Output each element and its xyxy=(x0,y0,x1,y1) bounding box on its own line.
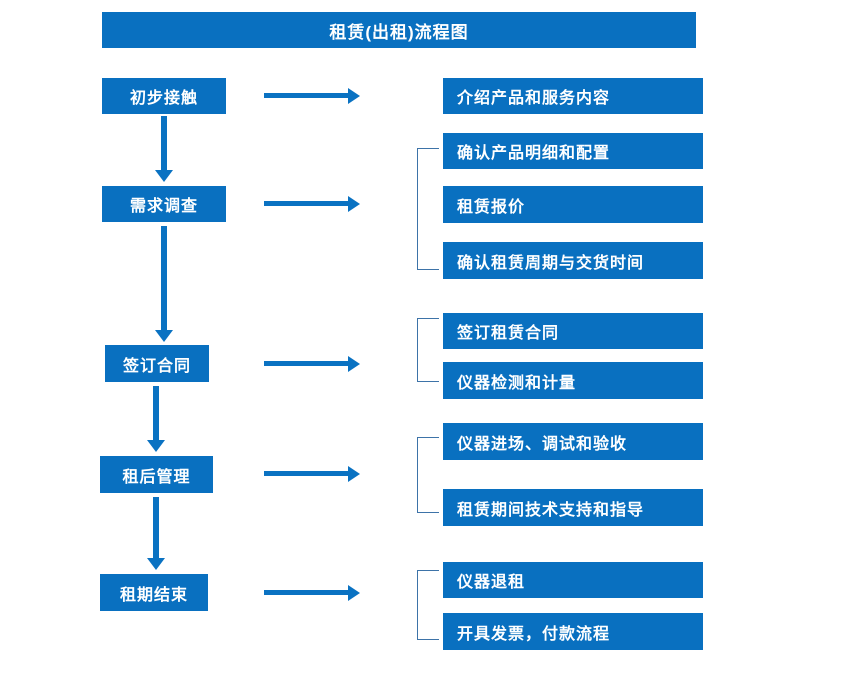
task-box-2[interactable]: 确认产品明细和配置 xyxy=(443,133,703,169)
task-box-3[interactable]: 租赁报价 xyxy=(443,186,703,223)
grouping-bracket-1 xyxy=(417,148,439,270)
stage-box-3[interactable]: 签订合同 xyxy=(105,345,209,382)
right-arrow-icon-5 xyxy=(264,585,360,601)
stage-box-1[interactable]: 初步接触 xyxy=(102,78,226,114)
stage-box-5[interactable]: 租期结束 xyxy=(100,574,208,611)
task-box-9[interactable]: 仪器退租 xyxy=(443,562,703,598)
right-arrow-icon-3 xyxy=(264,356,360,372)
grouping-bracket-2 xyxy=(417,318,439,382)
task-box-7[interactable]: 仪器进场、调试和验收 xyxy=(443,423,703,460)
down-arrow-icon-4 xyxy=(144,497,168,570)
down-arrow-icon-1 xyxy=(152,116,176,182)
task-box-5[interactable]: 签订租赁合同 xyxy=(443,313,703,349)
right-arrow-icon-4 xyxy=(264,466,360,482)
down-arrow-icon-2 xyxy=(152,226,176,342)
task-box-8[interactable]: 租赁期间技术支持和指导 xyxy=(443,489,703,526)
stage-box-2[interactable]: 需求调查 xyxy=(102,186,226,222)
right-arrow-icon-1 xyxy=(264,88,360,104)
task-box-6[interactable]: 仪器检测和计量 xyxy=(443,362,703,399)
page-title: 租赁(出租)流程图 xyxy=(102,12,696,48)
task-box-4[interactable]: 确认租赁周期与交货时间 xyxy=(443,242,703,279)
down-arrow-icon-3 xyxy=(144,386,168,452)
task-box-1[interactable]: 介绍产品和服务内容 xyxy=(443,78,703,114)
stage-box-4[interactable]: 租后管理 xyxy=(100,456,213,493)
grouping-bracket-3 xyxy=(417,437,439,513)
task-box-10[interactable]: 开具发票，付款流程 xyxy=(443,613,703,650)
right-arrow-icon-2 xyxy=(264,196,360,212)
grouping-bracket-4 xyxy=(417,570,439,640)
